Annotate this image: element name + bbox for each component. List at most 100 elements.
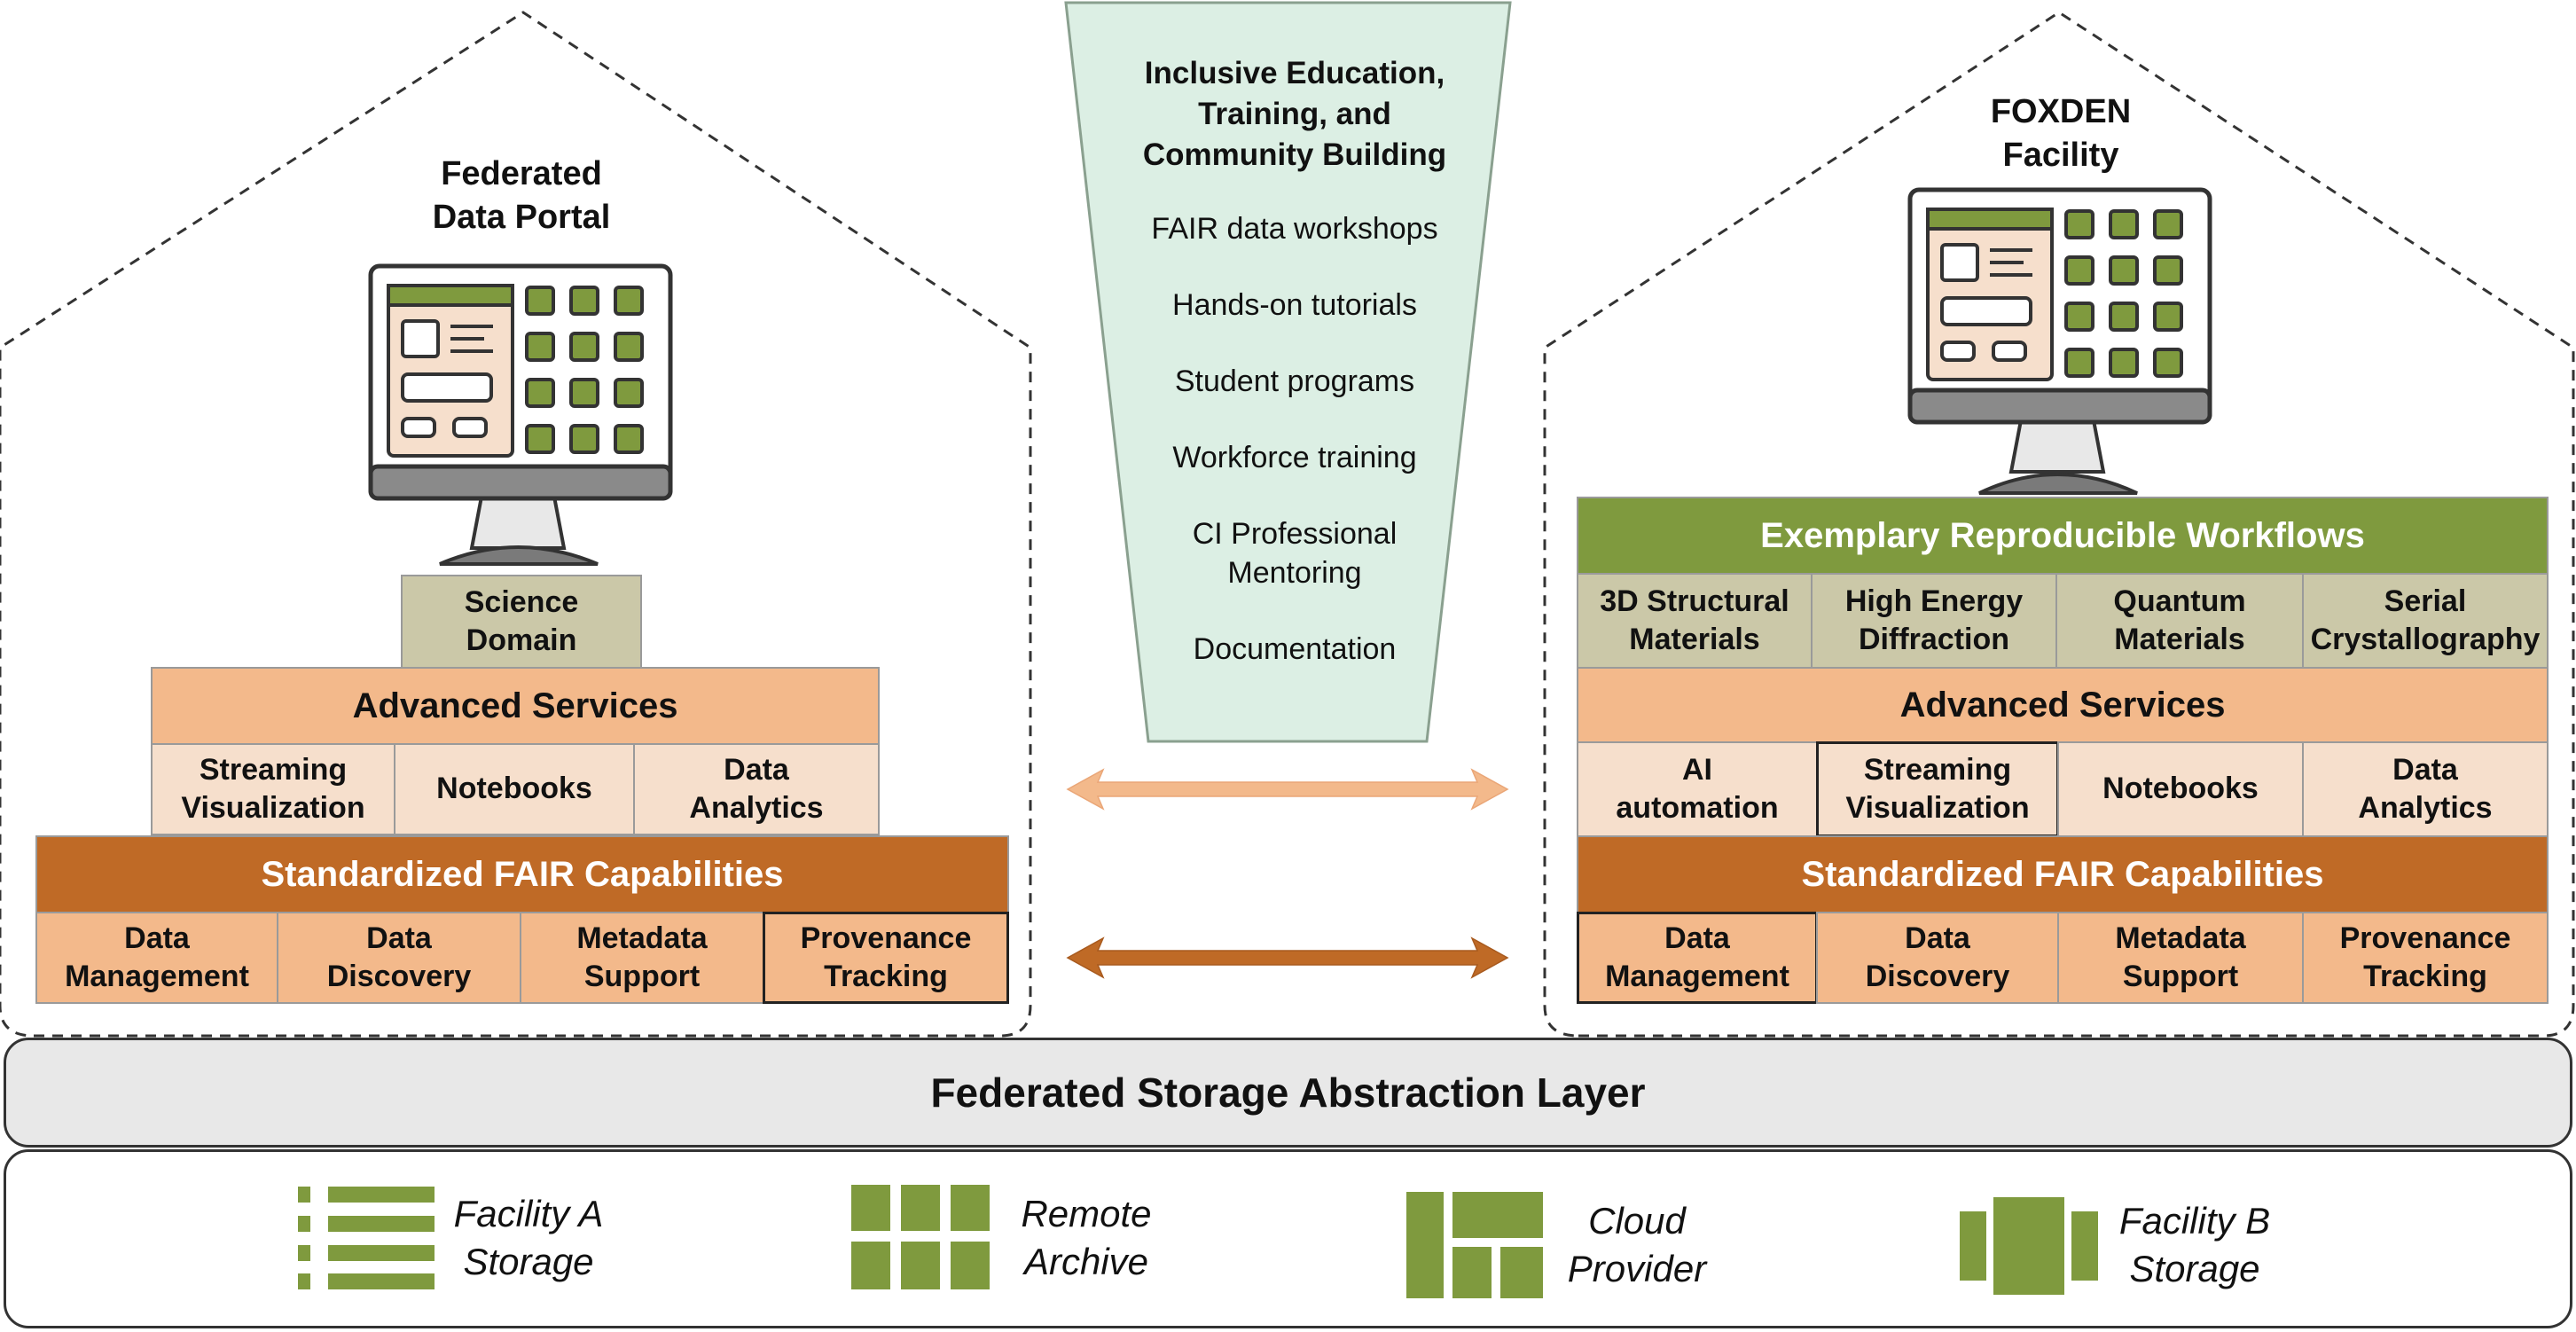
right-service-ai: AI automation: [1577, 741, 1818, 837]
storage-line1: Cloud: [1588, 1200, 1686, 1242]
cap-line1: Metadata: [2115, 921, 2246, 955]
education-heading-line2: Training, and: [1198, 97, 1391, 132]
storage-abstraction-layer: Federated Storage Abstraction Layer: [4, 1038, 2572, 1148]
list-storage-icon: [298, 1187, 435, 1289]
left-title: Federated Data Portal: [344, 153, 699, 240]
storage-layer-label: Federated Storage Abstraction Layer: [930, 1070, 1646, 1116]
right-service-notebooks: Notebooks: [2057, 741, 2304, 837]
left-fair-capabilities: Standardized FAIR Capabilities: [35, 835, 1009, 913]
cap-line1: Data: [366, 921, 432, 955]
right-title: FOXDEN Facility: [1883, 90, 2238, 178]
education-item: Workforce training: [1172, 441, 1417, 474]
cap-line2: Tracking: [824, 960, 948, 993]
domain-line1: 3D Structural: [1600, 584, 1789, 618]
service-line2: Visualization: [1845, 791, 2030, 825]
service-line1: Notebooks: [436, 772, 592, 806]
service-line2: Analytics: [689, 791, 824, 825]
storage-line2: Provider: [1567, 1247, 1707, 1289]
cap-line1: Data: [1664, 921, 1730, 955]
right-title-line2: Facility: [2002, 137, 2119, 175]
service-line2: Analytics: [2358, 791, 2493, 825]
cap-line1: Data: [124, 921, 190, 955]
storage-label-facility-b: Facility B Storage: [2102, 1197, 2288, 1293]
left-advanced-services: Advanced Services: [151, 667, 880, 745]
storage-line1: Facility B: [2118, 1200, 2271, 1242]
cap-line2: Discovery: [326, 960, 472, 993]
education-heading: Inclusive Education, Training, and Commu…: [1064, 53, 1525, 176]
service-line1: Streaming: [199, 752, 348, 787]
cap-line1: Metadata: [576, 921, 708, 955]
service-line2: automation: [1616, 791, 1779, 825]
domain-line1: High Energy: [1844, 584, 2024, 618]
science-line2: Domain: [466, 623, 577, 657]
monitor-icon: [1907, 187, 2212, 495]
cap-line2: Tracking: [2363, 960, 2487, 993]
storage-line1: Remote: [1021, 1193, 1152, 1234]
service-line1: Notebooks: [2102, 772, 2259, 806]
service-line1: Streaming: [1863, 752, 2012, 787]
domain-line1: Quantum: [2113, 584, 2246, 618]
cap-line1: Provenance: [2339, 921, 2511, 955]
service-line1: AI: [1682, 752, 1712, 787]
blocks-cloud-icon: [1406, 1192, 1543, 1298]
arrow-advanced-services: [1066, 768, 1509, 811]
domain-line2: Diffraction: [1859, 623, 2009, 656]
science-line1: Science: [464, 584, 579, 619]
left-title-line2: Data Portal: [432, 199, 611, 237]
service-line1: Data: [724, 752, 789, 787]
cap-line1: Provenance: [800, 921, 972, 955]
left-service-notebooks: Notebooks: [394, 743, 635, 835]
cap-line2: Management: [1605, 960, 1789, 993]
service-line2: Visualization: [181, 791, 365, 825]
storage-label-remote-archive: Remote Archive: [993, 1190, 1179, 1286]
domain-line1: Serial: [2384, 584, 2467, 618]
education-heading-line3: Community Building: [1142, 137, 1447, 173]
storage-label-facility-a: Facility A Storage: [440, 1190, 617, 1286]
cap-line1: Data: [1905, 921, 1970, 955]
monitor-icon: [368, 263, 673, 566]
cap-line2: Support: [2122, 960, 2239, 993]
mentoring-line1: CI Professional: [1192, 517, 1398, 551]
domain-line2: Crystallography: [2310, 623, 2541, 656]
education-heading-line1: Inclusive Education,: [1144, 56, 1445, 90]
right-workflows: Exemplary Reproducible Workflows: [1577, 497, 2549, 575]
education-item: FAIR data workshops: [1151, 212, 1438, 246]
right-title-line1: FOXDEN: [1990, 93, 2132, 130]
cap-line2: Support: [583, 960, 701, 993]
storage-line2: Storage: [463, 1240, 594, 1282]
panels-storage-icon: [1960, 1197, 2098, 1295]
domain-line2: Materials: [1629, 623, 1760, 656]
education-mentoring: CI Professional Mentoring: [1064, 514, 1525, 592]
storage-line1: Facility A: [453, 1193, 604, 1234]
education-documentation: Documentation: [1193, 632, 1397, 666]
education-funnel: [1064, 1, 1512, 743]
arrow-fair-capabilities: [1066, 936, 1509, 979]
right-fair-capabilities: Standardized FAIR Capabilities: [1577, 835, 2549, 913]
storage-line2: Storage: [2129, 1247, 2260, 1289]
left-house-outline: [0, 11, 1032, 1038]
grid-archive-icon: [851, 1185, 990, 1289]
storage-backends-box: [4, 1149, 2572, 1328]
mentoring-line2: Mentoring: [1227, 556, 1362, 591]
cap-line2: Discovery: [1865, 960, 2010, 993]
right-advanced-services: Advanced Services: [1577, 667, 2549, 743]
storage-line2: Archive: [1023, 1240, 1149, 1282]
cap-line2: Management: [65, 960, 249, 993]
